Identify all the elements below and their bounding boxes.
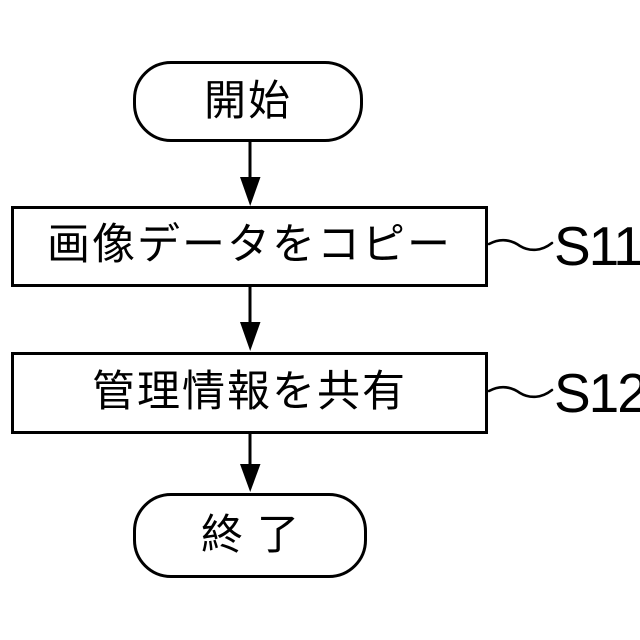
step-reference-s11: S11 [554,215,640,277]
end-terminal-label: 終了 [200,510,313,558]
squiggle-connector-s12 [487,385,554,399]
start-terminal-node: 開始 [133,61,363,142]
process-node-label: 画像データをコピー [47,221,452,269]
step-reference-s12: S12 [554,362,640,424]
process-node-label: 管理情報を共有 [92,367,407,416]
end-terminal-node: 終了 [133,493,367,578]
down-arrowhead-icon [240,177,261,206]
process-node-copy-image-data: 画像データをコピー [11,206,488,287]
squiggle-connector-s11 [487,238,554,252]
down-arrowhead-icon [240,322,261,351]
process-node-share-management-info: 管理情報を共有 [11,352,488,434]
down-arrowhead-icon [240,464,261,492]
start-terminal-label: 開始 [203,76,292,124]
